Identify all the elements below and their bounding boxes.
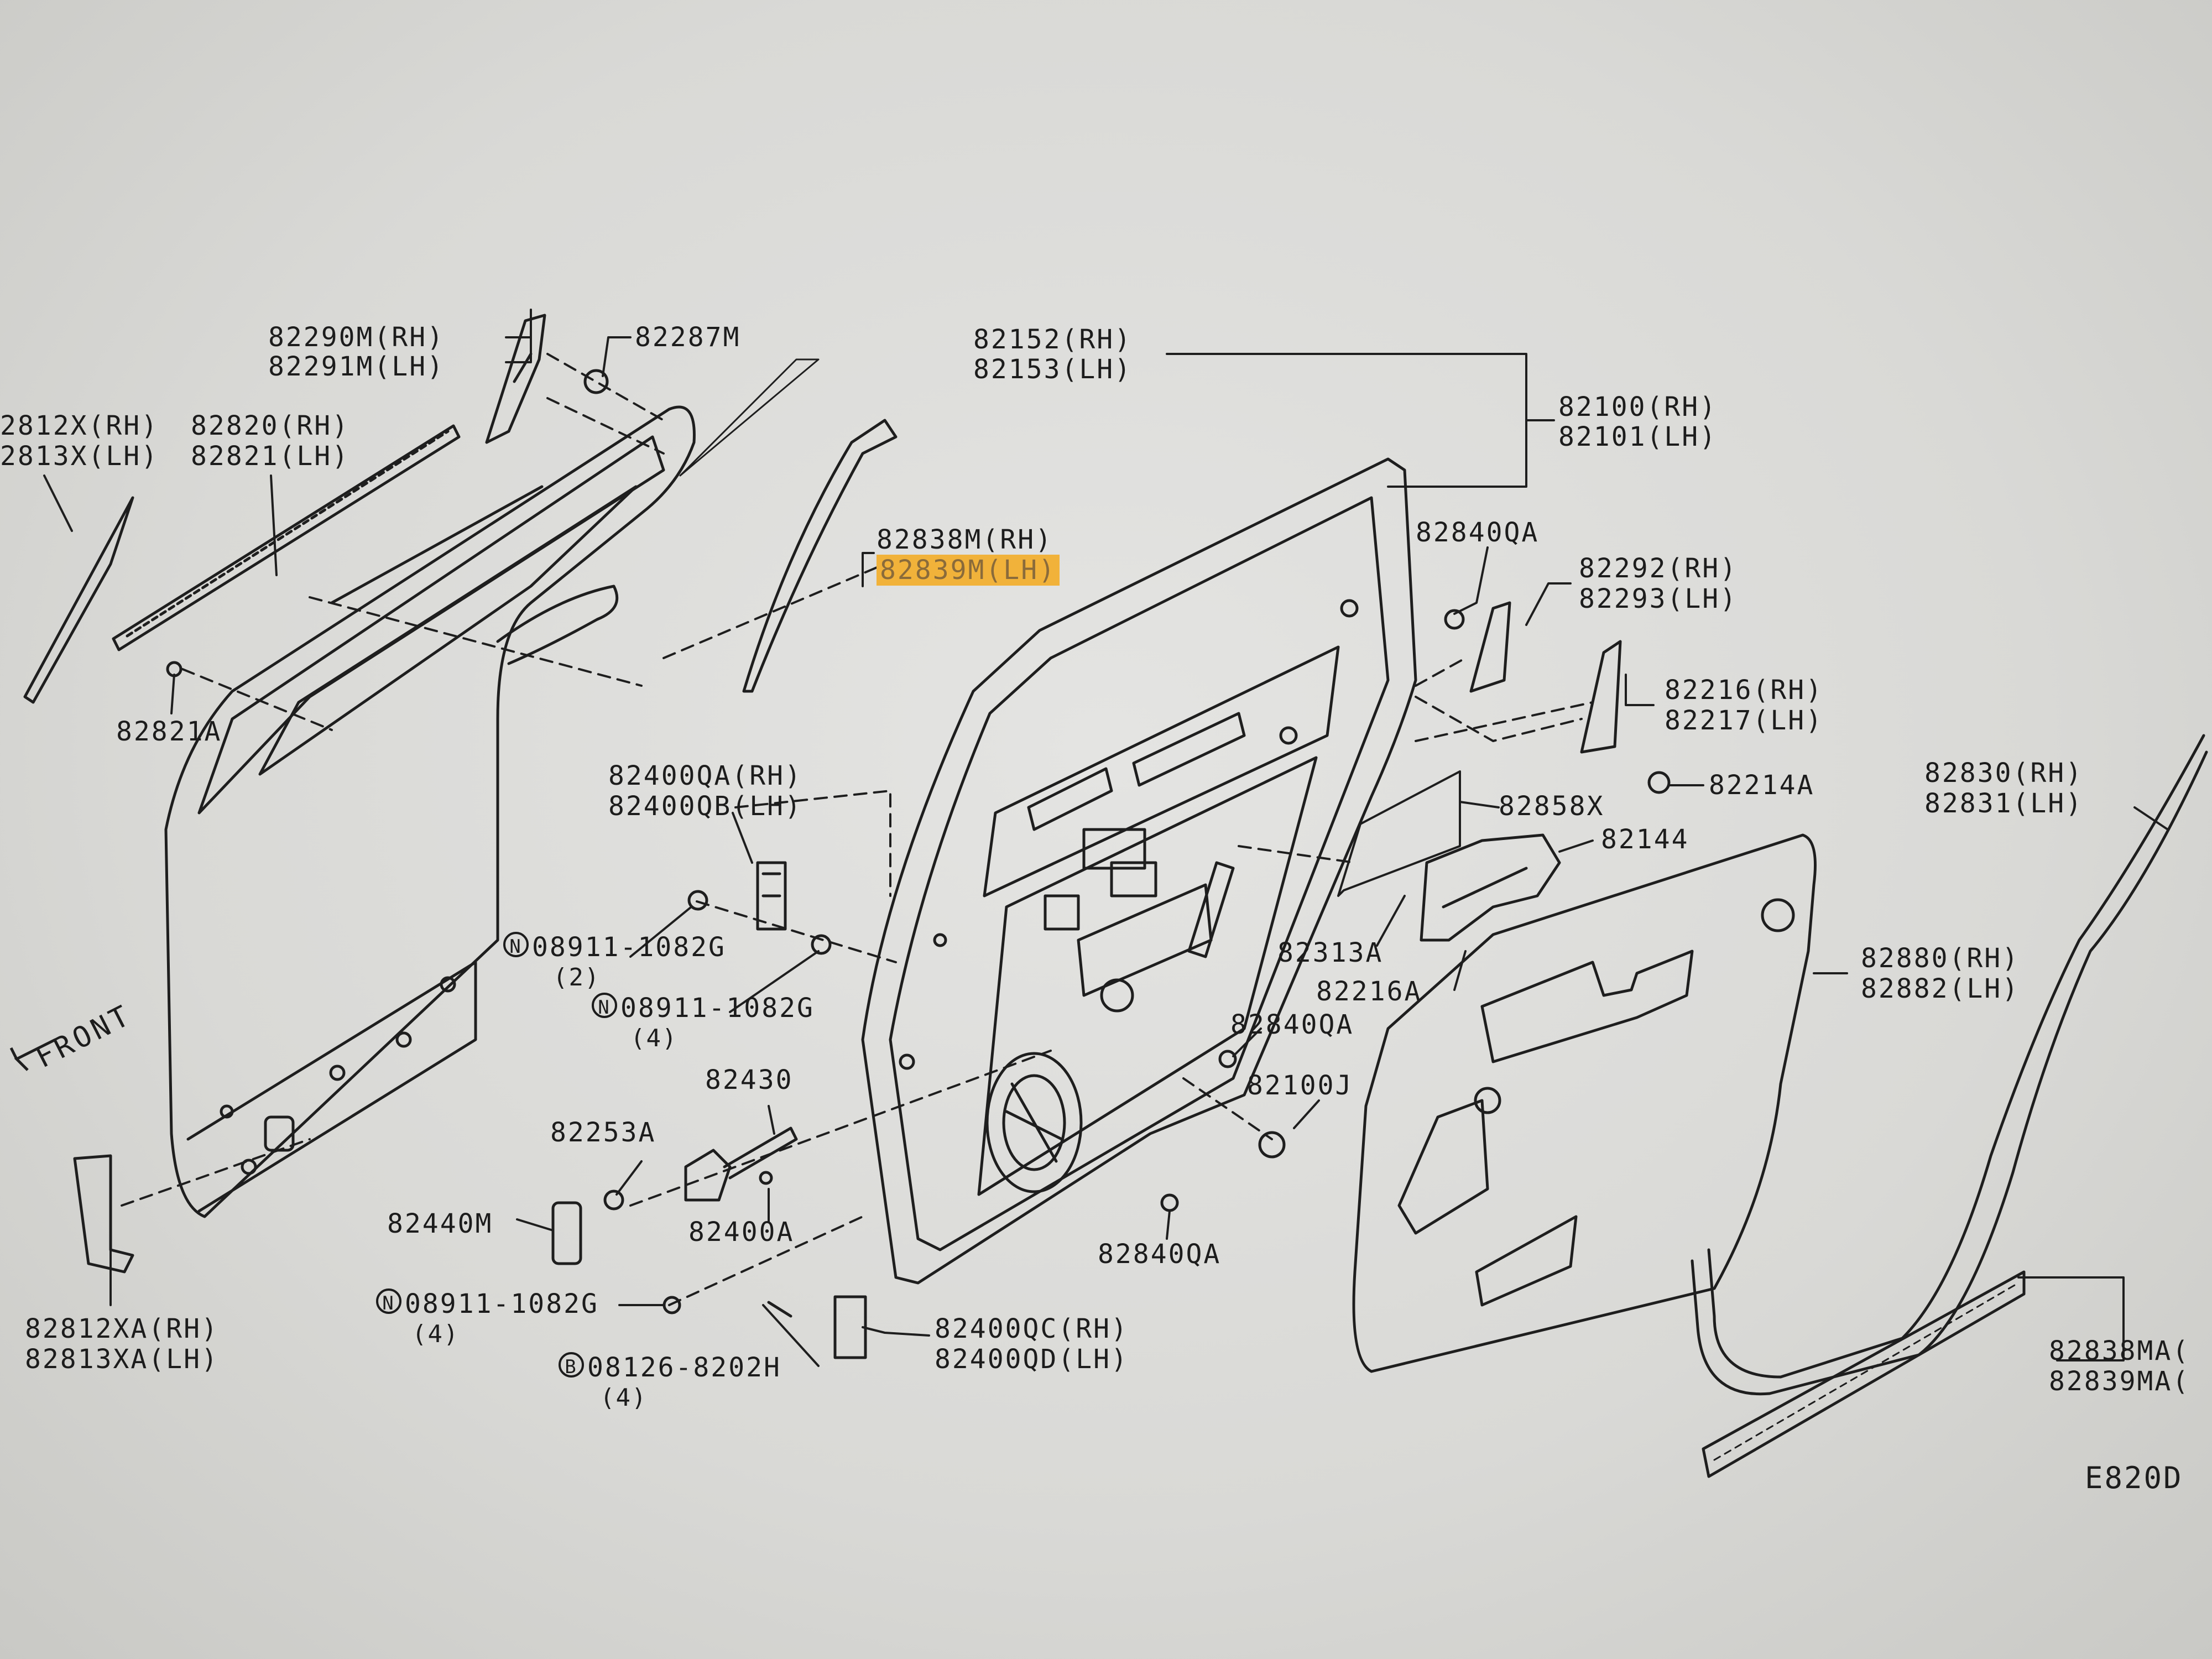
label-82813X: 2813X(LH) bbox=[0, 441, 159, 472]
window-regulator bbox=[1420, 833, 1561, 942]
label-08911-a-text: 08911-1082G bbox=[532, 932, 726, 963]
label-08911-b-qty: (4) bbox=[630, 1024, 678, 1052]
label-82101: 82101(LH) bbox=[1558, 421, 1718, 452]
assembly-lines bbox=[121, 353, 1594, 1306]
sash-channel bbox=[742, 419, 898, 693]
label-82100: 82100(RH) bbox=[1558, 392, 1718, 422]
sash-finisher bbox=[485, 314, 546, 444]
label-82152: 82152(RH) bbox=[973, 324, 1133, 355]
leader-lines bbox=[43, 309, 2169, 1367]
label-82838MA: 82838MA( bbox=[2049, 1335, 2190, 1366]
label-82253A: 82253A bbox=[550, 1117, 656, 1148]
label-82313A: 82313A bbox=[1277, 937, 1384, 968]
label-82839MA: 82839MA( bbox=[2049, 1366, 2190, 1397]
label-82400QB: 82400QB(LH) bbox=[608, 791, 802, 822]
clip-82214A bbox=[1647, 771, 1671, 794]
nut-symbol: N bbox=[503, 932, 529, 958]
label-82840QA-bot: 82840QA bbox=[1098, 1239, 1222, 1270]
label-08911-b-text: 08911-1082G bbox=[620, 993, 815, 1024]
clip-82287M bbox=[583, 369, 609, 394]
label-82858X: 82858X bbox=[1499, 791, 1605, 822]
corner-finisher bbox=[23, 496, 134, 704]
clip-82840QA-mid bbox=[1218, 1050, 1237, 1068]
sill-moulding bbox=[1702, 1270, 2026, 1478]
seal-82812XA bbox=[73, 1154, 134, 1274]
label-82440M: 82440M bbox=[387, 1208, 493, 1239]
clip-82840QA-bot bbox=[1160, 1193, 1179, 1212]
label-82144: 82144 bbox=[1601, 824, 1689, 855]
trim-strip-82216 bbox=[1580, 640, 1622, 754]
door-check-link bbox=[603, 1126, 798, 1211]
label-82287M: 82287M bbox=[635, 322, 741, 353]
outer-door-panel bbox=[164, 405, 696, 1218]
label-82430: 82430 bbox=[705, 1065, 794, 1095]
door-inner-shell bbox=[861, 457, 1417, 1285]
label-82839M-highlighted: 82839M(LH) bbox=[877, 555, 1060, 586]
door-trim-panel bbox=[1352, 833, 1817, 1373]
label-82290M: 82290M(RH) bbox=[268, 322, 445, 353]
outer-belt-moulding bbox=[112, 424, 461, 651]
door-weatherstrip bbox=[1691, 734, 2208, 1396]
label-82100J: 82100J bbox=[1247, 1070, 1353, 1101]
label-82293: 82293(LH) bbox=[1579, 583, 1738, 614]
label-82882: 82882(LH) bbox=[1861, 973, 2020, 1004]
label-82291M: 82291M(LH) bbox=[268, 351, 445, 382]
label-08126-qty: (4) bbox=[600, 1384, 648, 1412]
bumper-82440M bbox=[551, 1201, 582, 1265]
label-82821A: 82821A bbox=[116, 716, 222, 747]
label-08911-c-qty: (4) bbox=[412, 1320, 460, 1348]
nut-symbol: N bbox=[592, 993, 617, 1019]
highlight-82839M: 82839M(LH) bbox=[877, 555, 1060, 586]
label-82216A: 82216A bbox=[1316, 976, 1422, 1007]
label-08911-a-qty: (2) bbox=[553, 963, 601, 992]
label-82831: 82831(LH) bbox=[1924, 788, 2084, 819]
diagram-code: E820D bbox=[2085, 1460, 2183, 1495]
label-08911-c-text: 08911-1082G bbox=[405, 1288, 599, 1319]
upper-hinge bbox=[687, 861, 832, 955]
sealing-screen bbox=[1337, 770, 1461, 897]
grommet-82100J bbox=[1258, 1131, 1286, 1159]
label-82813XA: 82813XA(LH) bbox=[25, 1344, 219, 1375]
bracket-82292 bbox=[1469, 601, 1511, 693]
label-82153: 82153(LH) bbox=[973, 354, 1133, 385]
label-82821: 82821(LH) bbox=[191, 441, 350, 472]
label-82812XA: 82812XA(RH) bbox=[25, 1313, 219, 1344]
front-arrow-icon bbox=[9, 1038, 56, 1071]
label-82840QA-top: 82840QA bbox=[1416, 517, 1540, 548]
label-82840QA-mid: 82840QA bbox=[1230, 1009, 1354, 1040]
label-82400A: 82400A bbox=[688, 1217, 795, 1248]
label-82830: 82830(RH) bbox=[1924, 758, 2084, 789]
label-82400QD: 82400QD(LH) bbox=[935, 1344, 1129, 1375]
label-82838M: 82838M(RH) bbox=[877, 524, 1053, 555]
label-82216: 82216(RH) bbox=[1665, 675, 1824, 706]
label-82217: 82217(LH) bbox=[1665, 705, 1824, 736]
label-82214A: 82214A bbox=[1709, 770, 1815, 801]
label-82400QA: 82400QA(RH) bbox=[608, 760, 802, 791]
label-82400QC: 82400QC(RH) bbox=[935, 1313, 1129, 1344]
label-82292: 82292(RH) bbox=[1579, 553, 1738, 584]
nut-symbol: N bbox=[376, 1288, 401, 1314]
label-82880: 82880(RH) bbox=[1861, 943, 2020, 974]
label-82812X: 2812X(RH) bbox=[0, 410, 159, 441]
clip-82840QA-top bbox=[1444, 609, 1465, 630]
label-82820: 82820(RH) bbox=[191, 410, 350, 441]
label-08126-text: 08126-8202H bbox=[587, 1352, 781, 1383]
bolt-symbol: B bbox=[559, 1352, 584, 1378]
